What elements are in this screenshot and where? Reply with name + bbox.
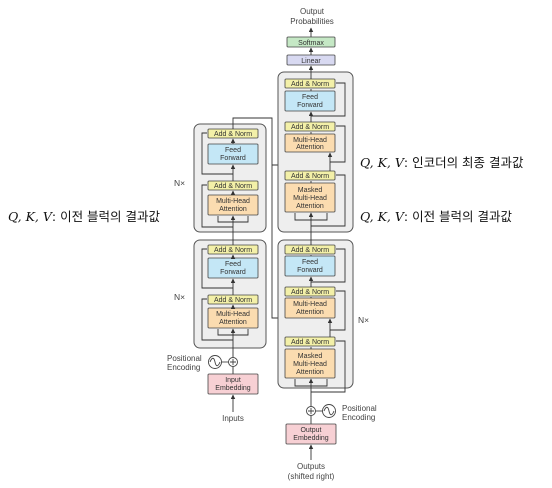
softmax-label: Softmax <box>298 40 324 47</box>
decoder-feed-forward-1 <box>284 255 336 277</box>
decoder-self-qkv-text: : 이전 블럭의 결과값 <box>403 209 513 224</box>
decoder-add-norm-1a-label: Add & Norm <box>291 339 329 346</box>
decoder-positional-label-1: Positional <box>342 404 377 413</box>
output-embedding-label-1: Output <box>300 427 321 434</box>
decoder-cross-attention-1-label-2: Attention <box>296 309 324 316</box>
decoder-plus-icon-cross <box>308 408 314 414</box>
encoder-positional-label-1: Positional <box>167 354 202 363</box>
outputs-label-2: (shifted right) <box>288 472 335 481</box>
decoder-masked-attention-1-label-1: Masked <box>298 353 323 360</box>
encoder-qkv-branch-1 <box>217 329 249 336</box>
output-embedding <box>285 423 337 445</box>
decoder-feed-forward-2 <box>284 90 336 112</box>
encoder-positional-label-2: Encoding <box>167 363 200 372</box>
decoder-add-norm-2c <box>284 78 336 89</box>
decoder-cross-attention-2 <box>284 133 336 153</box>
decoder-feed-forward-2-label-2: Forward <box>297 102 323 109</box>
encoder-residual-1a <box>201 298 233 341</box>
decoder-cross-attention-2-label-1: Multi-Head <box>293 137 327 144</box>
decoder-residual-1a <box>311 340 346 393</box>
encoder-add-norm-2a-label: Add & Norm <box>214 183 252 190</box>
decoder-add-norm-2a-label: Add & Norm <box>291 173 329 180</box>
decoder-masked-attention-2-label-2: Multi-Head <box>293 195 327 202</box>
decoder-residual-2c <box>311 82 346 117</box>
decoder-cross-attention-1-label-1: Multi-Head <box>293 301 327 308</box>
decoder-masked-attention-1 <box>284 348 336 379</box>
decoder-cross-qkv-annotation: Q, K, V: 인코더의 최종 결과값 <box>360 152 524 171</box>
encoder-attention-1-label-2: Attention <box>219 319 247 326</box>
decoder-masked-attention-1-label-3: Attention <box>296 369 324 376</box>
decoder-feed-forward-1-label-2: Forward <box>297 267 323 274</box>
encoder-block-2 <box>193 123 267 233</box>
output-probabilities-label-2: Probabilities <box>290 17 334 26</box>
encoder-plus-icon-cross <box>230 359 236 365</box>
decoder-qkv-branch-1 <box>294 379 328 387</box>
decoder-cross-attention-1 <box>284 297 336 319</box>
decoder-add-norm-2b <box>284 121 336 132</box>
encoder-qkv-annotation: Q, K, V: 이전 블럭의 결과값 <box>8 206 160 225</box>
encoder-qkv-text: : 이전 블럭의 결과값 <box>51 209 161 224</box>
encoder-block-1 <box>193 239 267 349</box>
encoder-residual-1b <box>201 248 233 289</box>
encoder-attention-1-label-1: Multi-Head <box>216 311 250 318</box>
encoder-add-norm-1a-label: Add & Norm <box>214 297 252 304</box>
input-embedding-label-2: Embedding <box>215 385 251 392</box>
encoder-qkv-math: Q, K, V <box>8 209 52 224</box>
outputs-label-1: Outputs <box>297 462 325 471</box>
inputs-label: Inputs <box>222 414 244 423</box>
encoder-feed-forward-1-label-1: Feed <box>225 261 241 268</box>
decoder-sine-wave-path <box>323 406 335 416</box>
decoder-masked-attention-2-label-1: Masked <box>298 187 323 194</box>
decoder-add-norm-1c <box>284 244 336 255</box>
encoder-attention-2-label-2: Attention <box>219 206 247 213</box>
decoder-add-norm-1a <box>284 336 336 347</box>
decoder-residual-1b <box>330 290 346 331</box>
encoder-add-norm-2b-label: Add & Norm <box>214 131 252 138</box>
encoder-sine-wave-path <box>209 357 221 367</box>
encoder-residual-2a <box>201 184 233 228</box>
encoder-feed-forward-2-label-2: Forward <box>220 155 246 162</box>
decoder-residual-2a <box>311 174 346 227</box>
encoder-feed-forward-2-label-1: Feed <box>225 147 241 154</box>
output-embedding-label-2: Embedding <box>293 435 329 442</box>
decoder-add-norm-1c-label: Add & Norm <box>291 247 329 254</box>
decoder-positional-label-2: Encoding <box>342 413 375 422</box>
decoder-nx-label: N× <box>358 315 369 325</box>
encoder-residual-2b <box>201 132 233 175</box>
output-probabilities-label-1: Output <box>300 7 325 16</box>
decoder-feed-forward-1-label-1: Feed <box>302 259 318 266</box>
decoder-cross-qkv-text: : 인코더의 최종 결과값 <box>403 155 524 170</box>
decoder-feed-forward-2-label-1: Feed <box>302 94 318 101</box>
decoder-add-norm-1b-label: Add & Norm <box>291 289 329 296</box>
decoder-cross-qkv-math: Q, K, V <box>360 155 404 170</box>
decoder-masked-attention-2 <box>284 182 336 213</box>
encoder-qkv-branch-2 <box>217 216 249 223</box>
decoder-add-norm-2b-label: Add & Norm <box>291 124 329 131</box>
encoder-nx-label-2: N× <box>174 178 185 188</box>
input-embedding-label-1: Input <box>225 377 241 384</box>
decoder-self-qkv-math: Q, K, V <box>360 209 404 224</box>
decoder-masked-attention-2-label-3: Attention <box>296 203 324 210</box>
decoder-add-norm-2c-label: Add & Norm <box>291 81 329 88</box>
encoder-add-norm-1b-label: Add & Norm <box>214 247 252 254</box>
decoder-masked-attention-1-label-2: Multi-Head <box>293 361 327 368</box>
decoder-add-norm-2a <box>284 170 336 181</box>
decoder-residual-2b <box>330 125 346 163</box>
decoder-self-qkv-annotation: Q, K, V: 이전 블럭의 결과값 <box>360 206 512 225</box>
encoder-feed-forward-1-label-2: Forward <box>220 269 246 276</box>
decoder-add-norm-1b <box>284 286 336 297</box>
encoder-nx-label-1: N× <box>174 292 185 302</box>
decoder-qkv-branch-2 <box>294 213 328 221</box>
encoder-attention-2-label-1: Multi-Head <box>216 198 250 205</box>
decoder-cross-attention-2-label-2: Attention <box>296 144 324 151</box>
linear-label: Linear <box>301 58 321 65</box>
decoder-residual-1c <box>311 248 346 283</box>
